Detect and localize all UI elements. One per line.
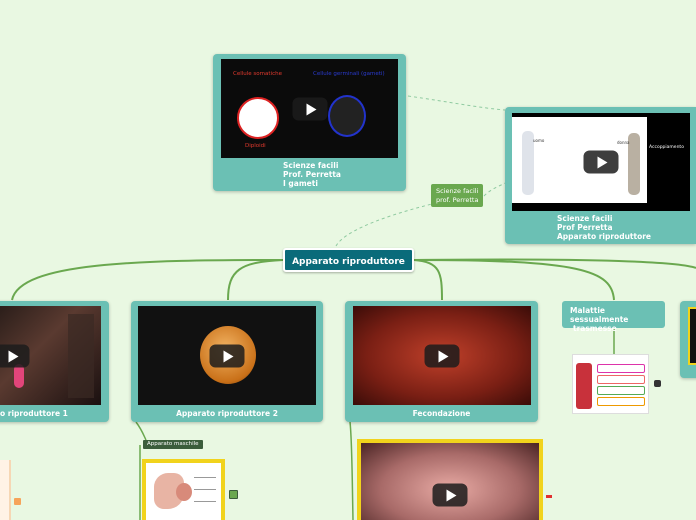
red-marker-icon bbox=[546, 495, 552, 498]
thumb-label-man: uomo bbox=[533, 138, 545, 143]
cell-diagram bbox=[237, 97, 279, 139]
video-card-riproduttore-1[interactable]: o riproduttore 1 bbox=[0, 301, 109, 422]
central-topic[interactable]: Apparato riproduttore bbox=[283, 248, 414, 272]
thumb-label-diploid: Diploidi bbox=[245, 143, 266, 149]
video-thumbnail[interactable] bbox=[138, 306, 316, 405]
thumb-label-germinal: Cellule germinali (gameti) bbox=[313, 71, 385, 77]
video-thumbnail[interactable] bbox=[361, 443, 539, 520]
play-button[interactable] bbox=[432, 483, 468, 507]
video-caption: Scienze facili Prof Perretta Apparato ri… bbox=[557, 214, 652, 241]
figure-man bbox=[522, 131, 534, 195]
figure-woman bbox=[628, 133, 640, 195]
note-icon[interactable] bbox=[14, 498, 21, 505]
thumb-label-coupling: Accoppiamento bbox=[649, 145, 684, 150]
attachment-icon[interactable] bbox=[654, 380, 661, 387]
image-apparato-maschile[interactable] bbox=[142, 459, 225, 520]
video-caption: Scienze facili Prof. Perretta I gameti bbox=[283, 161, 341, 188]
video-caption: Fecondazione bbox=[412, 409, 471, 418]
video-thumbnail[interactable]: Cellule somatiche Cellule germinali (gam… bbox=[221, 59, 398, 158]
video-thumbnail[interactable]: uomo donna Accoppiamento bbox=[512, 113, 690, 211]
play-button[interactable] bbox=[0, 344, 30, 367]
malattie-infographic[interactable] bbox=[572, 354, 649, 414]
floating-label-scienze[interactable]: Scienze facili prof. Perretta bbox=[431, 184, 484, 207]
thumb-label-woman: donna bbox=[617, 140, 630, 145]
play-button[interactable] bbox=[292, 97, 327, 120]
label-apparato-maschile[interactable]: Apparato maschile bbox=[143, 440, 203, 449]
image-partial-left[interactable] bbox=[0, 460, 11, 520]
topic-malattie[interactable]: Malattie sessualmente trasmesse bbox=[562, 301, 665, 333]
video-card-partial-right[interactable] bbox=[680, 301, 696, 378]
video-caption: Apparato riproduttore 2 bbox=[176, 409, 278, 418]
video-card-riproduttore-2[interactable]: Apparato riproduttore 2 bbox=[131, 301, 323, 422]
thumb-label-somatic: Cellule somatiche bbox=[233, 71, 282, 77]
play-button[interactable] bbox=[209, 344, 245, 367]
cell-diagram bbox=[328, 95, 366, 137]
play-button[interactable] bbox=[583, 150, 619, 174]
note-icon[interactable] bbox=[229, 490, 238, 499]
video-card-apparato[interactable]: uomo donna Accoppiamento Scienze facili … bbox=[505, 107, 696, 244]
video-card-fecondazione[interactable]: Fecondazione bbox=[345, 301, 538, 422]
video-fecondazione-detail[interactable] bbox=[357, 439, 543, 520]
video-thumbnail[interactable] bbox=[353, 306, 531, 405]
video-thumbnail[interactable] bbox=[0, 306, 101, 405]
play-button[interactable] bbox=[424, 344, 460, 367]
video-card-gameti[interactable]: Cellule somatiche Cellule germinali (gam… bbox=[213, 54, 406, 191]
video-caption: o riproduttore 1 bbox=[0, 409, 68, 418]
